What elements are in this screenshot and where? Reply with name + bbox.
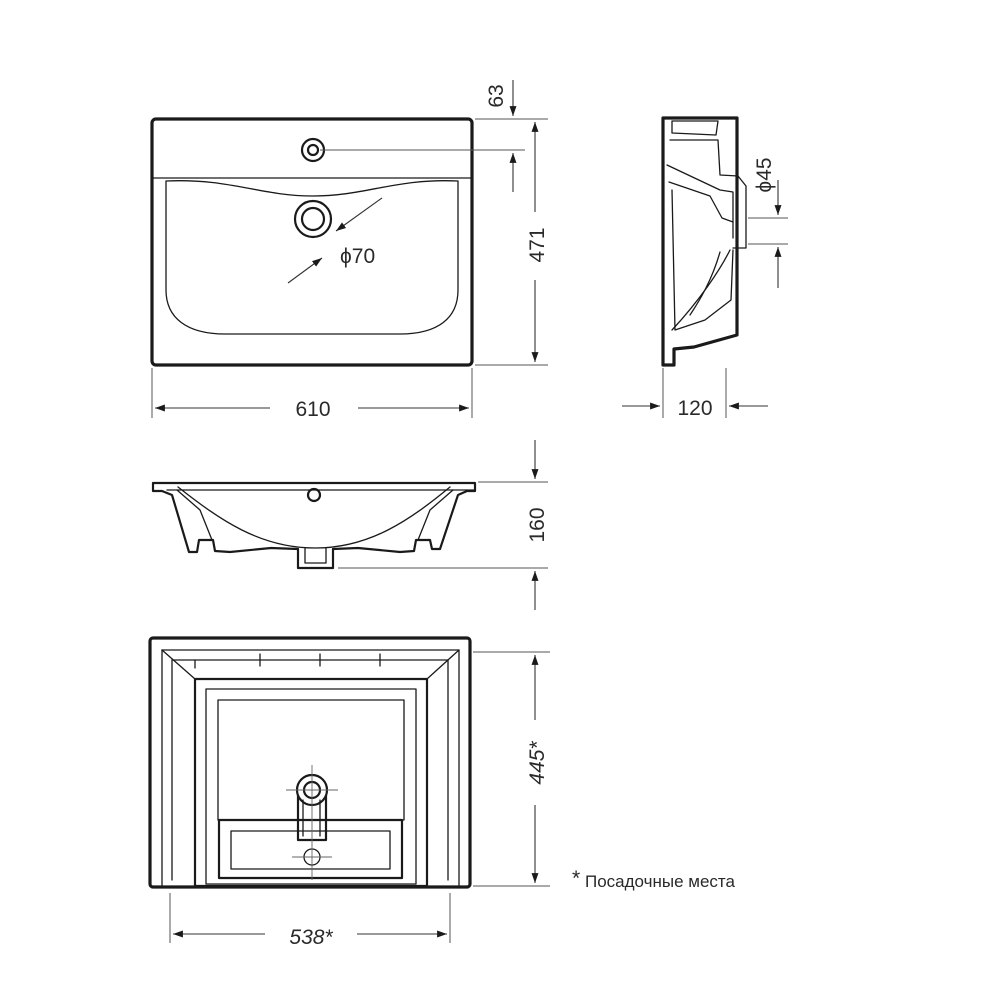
side-profile [661, 116, 739, 367]
section-outline [151, 481, 477, 570]
height-label: 471 [526, 227, 549, 262]
sink-outline [150, 117, 474, 367]
mounting-note: Посадочные места [585, 872, 736, 891]
overflow-diameter-label: ϕ45 [753, 157, 776, 192]
side-depth-label: 120 [677, 397, 712, 420]
rim-depth-label: 63 [485, 84, 508, 107]
mount-depth-label: 445* [526, 741, 549, 785]
basin-outline [165, 180, 459, 335]
front-section-view: 160 [151, 440, 549, 610]
drain-diameter-label: ϕ70 [340, 245, 375, 268]
note-asterisk: * [572, 867, 580, 890]
mount-width-label: 538* [289, 926, 333, 949]
faucet-hole-section [306, 487, 322, 503]
side-view: ϕ45 120 [622, 116, 788, 420]
bowl-height-label: 160 [526, 507, 549, 542]
mounting-frame [193, 677, 429, 888]
bottom-view: 445* 538* * Посадочные места [148, 636, 736, 949]
width-label: 610 [295, 398, 330, 421]
overflow-tray [217, 818, 404, 880]
top-view: ϕ70 63 471 610 [150, 80, 549, 421]
drain-hole [293, 199, 333, 239]
